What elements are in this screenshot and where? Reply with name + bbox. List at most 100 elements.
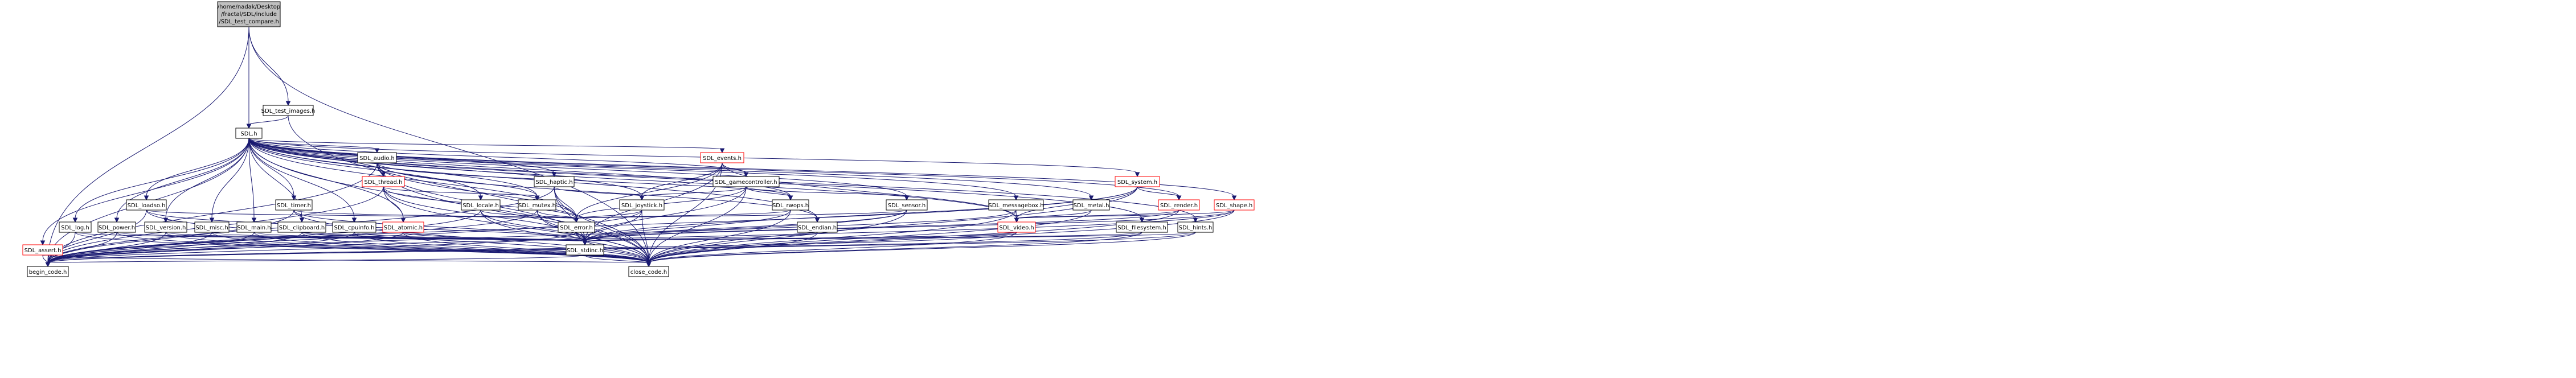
edge-arrowhead	[1231, 195, 1237, 201]
node-label: SDL_endian.h	[798, 225, 837, 231]
edge-line	[376, 162, 791, 197]
edge-line	[146, 138, 249, 197]
edge-arrowhead	[40, 240, 46, 246]
edge-line	[47, 232, 577, 264]
include-edge	[746, 186, 910, 201]
node-label: SDL_rwops.h	[772, 203, 809, 209]
node-sdl-gamecontroller[interactable]: SDL_gamecontroller.h	[712, 176, 780, 187]
node-sdl-stdinc[interactable]: SDL_stdinc.h	[566, 244, 604, 256]
edge-line	[584, 254, 649, 264]
edge-line	[248, 138, 577, 219]
node-sdl-sensor[interactable]: SDL_sensor.h	[886, 199, 928, 211]
edge-line	[584, 209, 791, 242]
node-sdl-locale[interactable]: SDL_locale.h	[461, 199, 501, 211]
edge-arrowhead	[1088, 195, 1094, 201]
include-edge	[746, 186, 793, 201]
node-sdl-main[interactable]: SDL_main.h	[236, 221, 272, 233]
edge-line	[248, 138, 255, 219]
edge-line	[584, 209, 642, 242]
node-label: SDL_assert.h	[24, 248, 62, 254]
node-label: begin_code.h	[29, 269, 67, 276]
edge-arrowhead	[904, 195, 910, 201]
edge-line	[248, 115, 289, 125]
node-sdl-joystick[interactable]: SDL_joystick.h	[619, 199, 665, 211]
node-begin-code[interactable]: begin_code.h	[27, 266, 69, 277]
node-sdl-video[interactable]: SDL_video.h	[997, 221, 1036, 233]
edge-line	[116, 138, 249, 219]
edge-line	[1016, 209, 1092, 219]
node-sdl-misc[interactable]: SDL_misc.h	[194, 221, 230, 233]
node-sdl-assert[interactable]: SDL_assert.h	[22, 244, 63, 256]
edge-arrowhead	[374, 148, 380, 154]
edge-line	[584, 209, 1235, 242]
edge-arrowhead	[246, 124, 252, 129]
node-sdl-power[interactable]: SDL_power.h	[97, 221, 136, 233]
edge-arrowhead	[719, 148, 725, 154]
node-sdl-system[interactable]: SDL_system.h	[1115, 176, 1160, 187]
node-label: SDL_clipboard.h	[279, 225, 325, 231]
root-node-sdl-test-compare[interactable]: /home/nadak/Desktop /fractal/SDL/include…	[217, 1, 281, 27]
node-sdl-loadso[interactable]: SDL_loadso.h	[126, 199, 167, 211]
include-edge	[248, 138, 1237, 201]
node-label: SDL_loadso.h	[128, 203, 166, 209]
node-sdl[interactable]: SDL.h	[235, 128, 263, 139]
node-sdl-metal[interactable]: SDL_metal.h	[1072, 199, 1110, 211]
edge-arrowhead	[144, 195, 149, 201]
node-sdl-cpuinfo[interactable]: SDL_cpuinfo.h	[332, 221, 376, 233]
include-edge	[248, 138, 257, 223]
node-close-code[interactable]: close_code.h	[628, 266, 669, 277]
edge-arrowhead	[646, 262, 652, 268]
node-sdl-events[interactable]: SDL_events.h	[700, 152, 744, 163]
node-sdl-endian[interactable]: SDL_endian.h	[797, 221, 838, 233]
node-label: SDL_mutex.h	[518, 203, 556, 209]
node-sdl-log[interactable]: SDL_log.h	[59, 221, 92, 233]
include-edge	[40, 138, 249, 246]
include-edge	[72, 138, 249, 223]
edge-arrowhead	[299, 217, 305, 223]
edge-line	[42, 254, 48, 264]
node-sdl-audio[interactable]: SDL_audio.h	[357, 152, 397, 163]
edge-arrowhead	[45, 262, 51, 268]
node-sdl-timer[interactable]: SDL_timer.h	[275, 199, 313, 211]
node-layer: /home/nadak/Desktop /fractal/SDL/include…	[22, 1, 1255, 277]
node-sdl-hints[interactable]: SDL_hints.h	[1177, 221, 1214, 233]
node-label: SDL_render.h	[1160, 203, 1198, 209]
node-sdl-rwops[interactable]: SDL_rwops.h	[772, 199, 809, 211]
node-sdl-version[interactable]: SDL_version.h	[144, 221, 187, 233]
node-label: SDL_gamecontroller.h	[715, 179, 777, 186]
node-sdl-clipboard[interactable]: SDL_clipboard.h	[277, 221, 326, 233]
node-label: SDL_sensor.h	[888, 203, 925, 209]
edge-line	[47, 232, 117, 264]
node-sdl-shape[interactable]: SDL_shape.h	[1214, 199, 1255, 211]
node-label: SDL_power.h	[99, 225, 135, 231]
node-label: SDL_haptic.h	[535, 179, 572, 186]
node-label: SDL_misc.h	[195, 225, 228, 231]
node-sdl-mutex[interactable]: SDL_mutex.h	[518, 199, 556, 211]
edge-layer	[40, 26, 1237, 268]
node-sdl-error[interactable]: SDL_error.h	[558, 221, 595, 233]
edge-line	[248, 138, 723, 150]
edge-arrowhead	[1176, 195, 1182, 201]
edge-line	[584, 232, 818, 242]
node-label: SDL_events.h	[703, 155, 742, 162]
edge-line	[248, 138, 1092, 197]
edge-arrowhead	[534, 195, 540, 201]
node-sdl-haptic[interactable]: SDL_haptic.h	[534, 176, 575, 187]
edge-arrowhead	[351, 217, 357, 223]
node-sdl-messagebox[interactable]: SDL_messagebox.h	[988, 199, 1044, 211]
node-sdl-test-images[interactable]: SDL_test_images.h	[261, 105, 316, 116]
node-sdl-filesystem[interactable]: SDL_filesystem.h	[1116, 221, 1168, 233]
edge-line	[248, 138, 1235, 197]
edge-line	[293, 209, 585, 242]
edge-arrowhead	[400, 217, 406, 223]
edge-line	[554, 186, 577, 219]
node-label: SDL.h	[240, 131, 257, 137]
node-sdl-atomic[interactable]: SDL_atomic.h	[382, 221, 424, 233]
node-sdl-thread[interactable]: SDL_thread.h	[362, 176, 405, 187]
node-label: SDL_video.h	[999, 225, 1034, 231]
edge-arrowhead	[743, 172, 749, 178]
edge-line	[293, 209, 577, 219]
node-sdl-render[interactable]: SDL_render.h	[1158, 199, 1200, 211]
node-label: SDL_cpuinfo.h	[334, 225, 375, 231]
edge-line	[746, 186, 907, 197]
